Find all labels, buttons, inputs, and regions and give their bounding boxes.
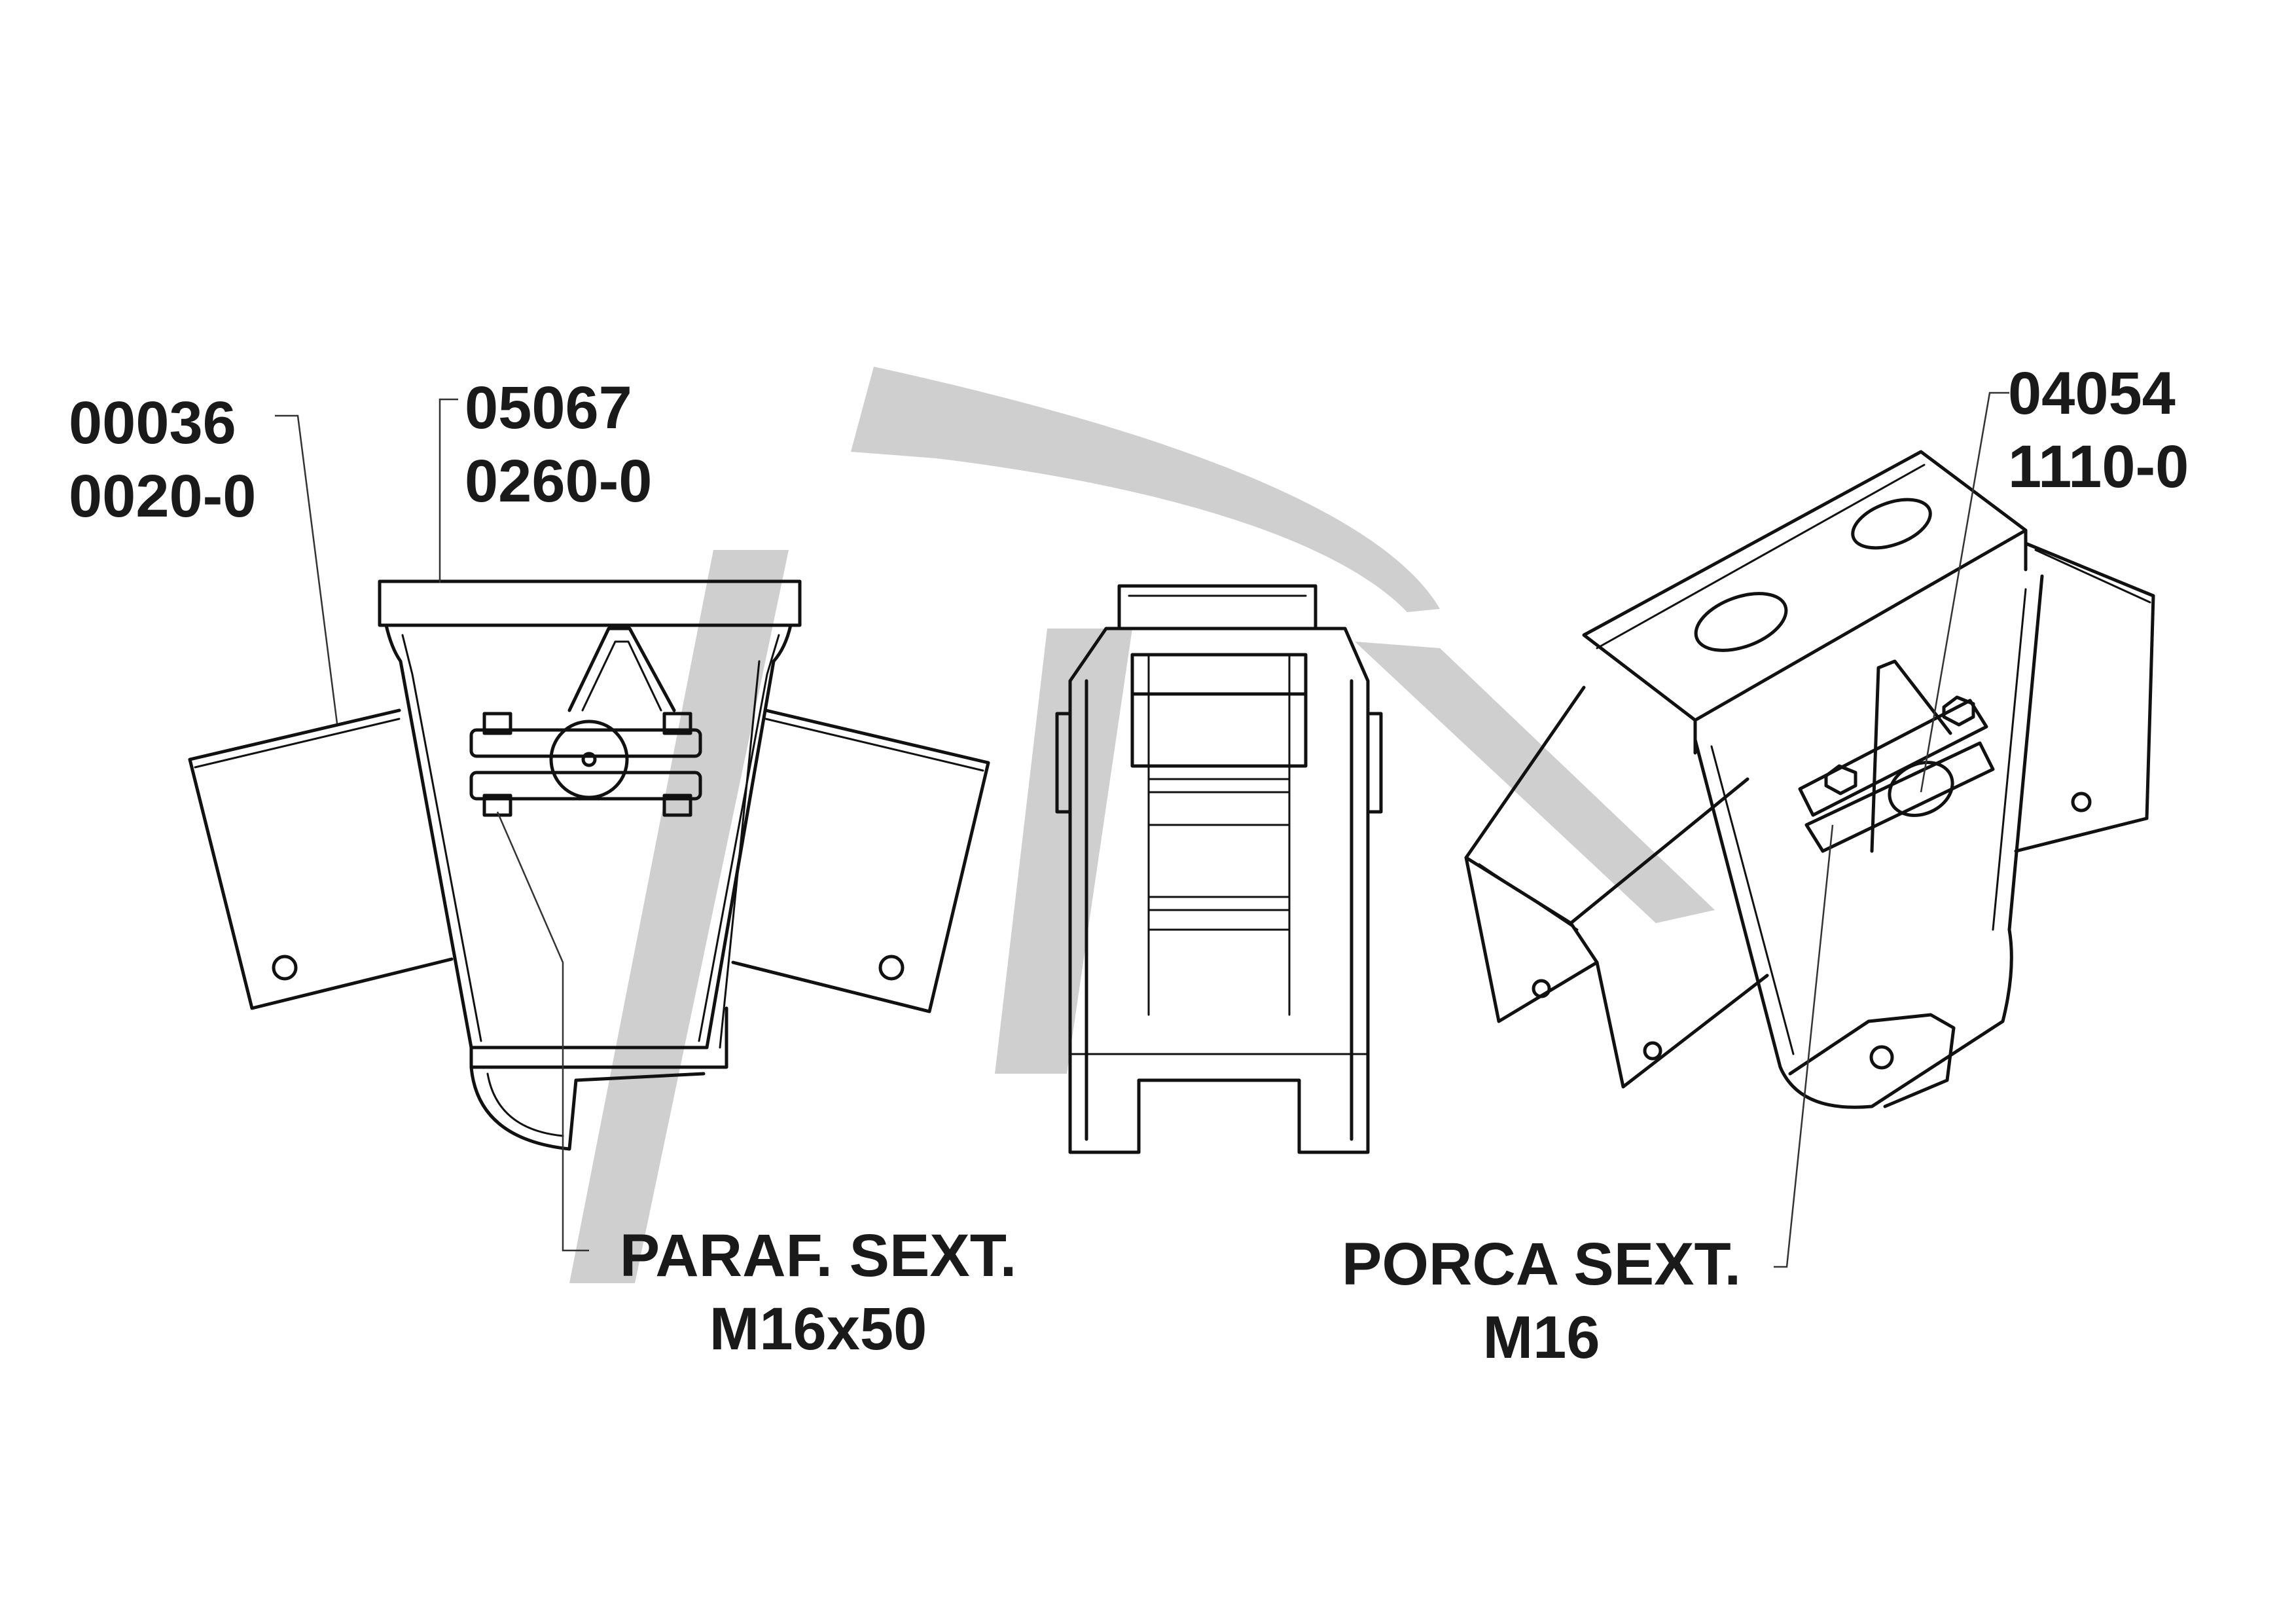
part-c-suffix: 1110-0 (2008, 433, 2189, 500)
iso-top-box (1582, 450, 2028, 722)
clamp-center-ring (549, 720, 629, 799)
iso-hook-base (1788, 1013, 1956, 1108)
leader-nut (1774, 824, 1834, 1268)
iso-top-hole-1 (1694, 592, 1788, 652)
nut-label: PORCA SEXT. (1341, 1231, 1742, 1298)
nut-size: M16 (1482, 1304, 1600, 1371)
side-view (1055, 584, 1383, 1154)
side-outer-frame (1068, 627, 1370, 1154)
callout-part-a: 00036 0020-0 (69, 386, 256, 533)
callout-part-b: 05067 0260-0 (465, 371, 652, 518)
side-bolt-right (1366, 712, 1383, 814)
side-inner-block (1130, 653, 1308, 768)
bolt-label: PARAF. SEXT. (619, 1222, 1017, 1289)
leader-part-a (275, 414, 338, 724)
left-wing-plate (188, 708, 454, 1010)
iso-clamp-assembly (1798, 695, 1995, 853)
part-a-suffix: 0020-0 (69, 463, 257, 530)
callout-nut: PORCA SEXT. M16 (1316, 1228, 1767, 1374)
left-wing-hole (272, 955, 298, 981)
part-a-code: 00036 (69, 390, 236, 456)
clamp-assembly (469, 712, 702, 817)
leader-part-c (1920, 392, 2009, 793)
callout-bolt: PARAF. SEXT. M16x50 (583, 1219, 1054, 1366)
leader-part-b (439, 398, 458, 583)
side-bolt-left (1055, 712, 1072, 814)
leader-bolt (496, 811, 589, 1252)
front-view (188, 579, 990, 1151)
hook (469, 1065, 706, 1151)
gusset (567, 627, 676, 712)
watermark-logo (569, 367, 1715, 1283)
right-wing-hole (878, 955, 905, 981)
iso-top-hole-2 (1851, 498, 1932, 550)
callout-part-c: 04054 1110-0 (2008, 357, 2189, 503)
iso-right-tail (2014, 541, 2155, 853)
part-b-code: 05067 (465, 374, 632, 441)
base-plate (469, 1046, 728, 1069)
isometric-view (1464, 450, 2155, 1109)
main-body (384, 623, 793, 1049)
iso-main-body (1693, 574, 2044, 1109)
part-b-suffix: 0260-0 (465, 448, 653, 515)
part-c-code: 04054 (2008, 360, 2176, 427)
right-wing-plate (731, 708, 990, 1013)
bolt-size: M16x50 (709, 1296, 927, 1362)
leader-lines (275, 392, 2009, 1268)
top-plate (378, 579, 802, 627)
iso-gusset (1870, 659, 1952, 853)
